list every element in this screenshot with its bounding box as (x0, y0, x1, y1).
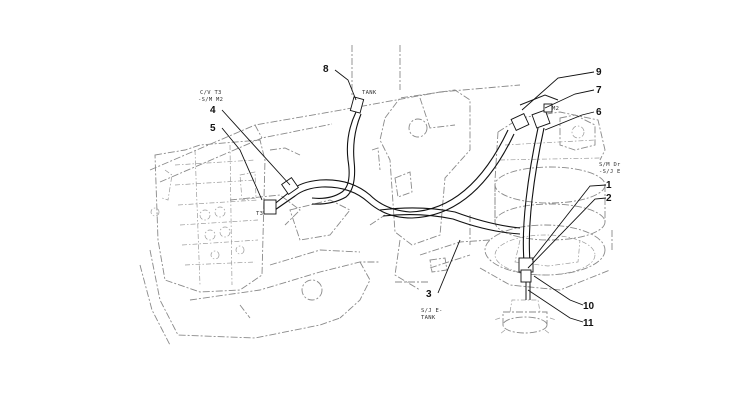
note-sm-line1: S/M Dr (599, 162, 621, 168)
callout-9: 9 (596, 67, 602, 78)
callout-7: 7 (596, 85, 602, 96)
callout-1: 1 (606, 180, 612, 191)
note-sj-line1: S/J E- (421, 308, 443, 314)
hose-assemblies (263, 94, 559, 300)
note-t3: T3 (256, 211, 263, 217)
note-sm-line2: -S/J E (599, 169, 621, 175)
control-valve-block (150, 139, 266, 293)
port-notes: TANK C/V T3 -S/M M2 T3 M2 S/M Dr -S/J E … (198, 90, 621, 321)
callout-4: 4 (210, 105, 216, 116)
note-cv-line1: C/V T3 (200, 90, 222, 96)
callout-11: 11 (583, 318, 594, 329)
phantom-structure (139, 45, 613, 346)
note-sj-line2: TANK (421, 315, 436, 321)
leader-lines (221, 69, 607, 323)
callout-3: 3 (426, 289, 432, 300)
callout-5: 5 (210, 123, 216, 134)
callout-8: 8 (323, 64, 329, 75)
callout-2: 2 (606, 193, 612, 204)
note-tank-top: TANK (362, 90, 377, 96)
callout-labels: 8 4 5 9 7 6 1 2 3 10 11 (210, 64, 612, 329)
note-cv-line2: -S/M M2 (198, 97, 223, 103)
callout-10: 10 (583, 301, 595, 312)
swing-motor (493, 111, 606, 335)
callout-6: 6 (596, 107, 602, 118)
note-m2: M2 (552, 106, 559, 112)
